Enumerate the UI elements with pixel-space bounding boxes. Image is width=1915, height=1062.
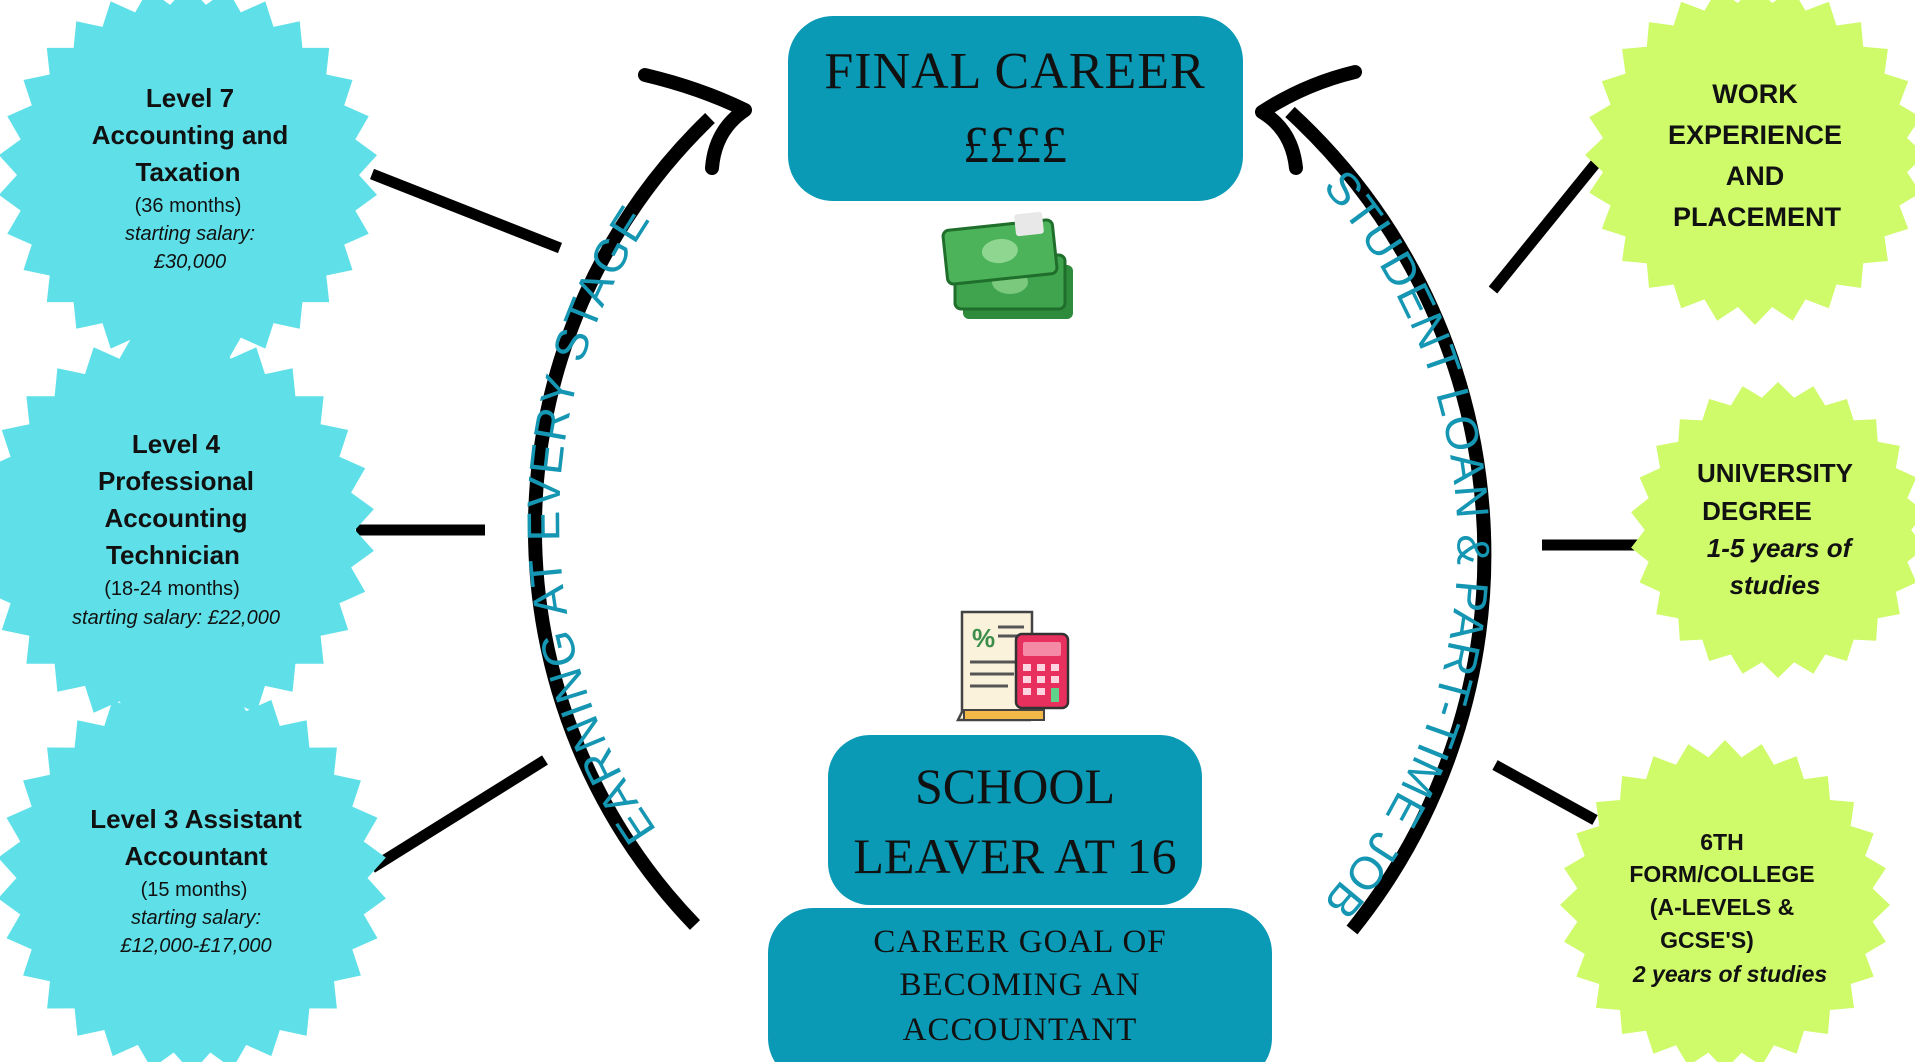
badge-level3-salary2: £12,000-£17,000 [119,935,271,957]
connector-level3 [369,755,548,873]
badge-level3-title1: Level 3 Assistant [90,804,302,834]
right-arc-label: STUDENT LOAN & PART-TIME JOB [1314,160,1499,930]
connector-work-experience [1488,154,1605,294]
final-career-title: FINAL CAREER [824,43,1205,100]
connector-lines [356,154,1645,873]
career-goal-line3: ACCOUNTANT [903,1012,1138,1048]
badge-level4: Level 4 Professional Accounting Technici… [0,330,374,730]
badge-level4-title3: Accounting [105,503,248,533]
right-arrowhead-icon [1255,65,1362,175]
right-badges: WORK EXPERIENCE AND PLACEMENT UNIVERSITY… [1560,0,1915,1062]
badge-work-experience: WORK EXPERIENCE AND PLACEMENT [1585,0,1915,325]
badge-level7-title1: Level 7 [146,83,234,113]
badge-level4-duration: (18-24 months) [104,578,240,600]
badge-level4-title4: Technician [106,540,240,570]
badge-sixth-line1: 6TH [1700,829,1743,855]
badge-sixth-line3: (A-LEVELS & [1650,894,1794,920]
badge-level3-duration: (15 months) [141,879,248,901]
school-leaver-line2: LEAVER AT 16 [853,828,1176,884]
badge-level7-title2: Accounting and [92,120,288,150]
badge-sixth-line4: GCSE'S) [1660,927,1754,953]
tax-calculator-icon: % [955,610,1070,722]
right-arc-arrow [1255,65,1492,935]
connector-sixth-form [1492,760,1598,825]
badge-level3-title2: Accountant [125,841,268,871]
badge-university-italic1: 1-5 years of [1707,533,1854,563]
left-arc-label: EARNING AT EVERY STAGE [517,195,665,853]
school-leaver-box: SCHOOL LEAVER AT 16 [828,735,1202,905]
money-stack-icon [941,211,1073,319]
connector-level7 [369,168,563,254]
left-arrowhead-icon [638,68,752,175]
badge-level4-salary1: starting salary: £22,000 [72,607,280,629]
badge-level7-title3: Taxation [136,157,241,187]
badge-sixth-form: 6TH FORM/COLLEGE (A-LEVELS & GCSE'S) 2 y… [1560,740,1890,1062]
badge-work-line2: EXPERIENCE [1668,120,1842,150]
final-career-box: FINAL CAREER ££££ [788,16,1243,201]
final-career-subtitle: ££££ [963,117,1067,174]
badge-level7-salary2: £30,000 [153,251,226,273]
school-leaver-line1: SCHOOL [915,758,1115,814]
badge-university-line2: DEGREE [1702,496,1812,526]
badge-university-line1: UNIVERSITY [1697,458,1853,488]
badge-sixth-italic1: 2 years of studies [1632,961,1827,987]
badge-level3: Level 3 Assistant Accountant (15 months)… [0,683,386,1062]
badge-level4-title2: Professional [98,466,254,496]
badge-university: UNIVERSITY DEGREE 1-5 years of studies [1631,382,1915,678]
svg-text:%: % [972,623,995,653]
badge-level3-salary1: starting salary: [131,907,261,929]
left-badges: Level 7 Accounting and Taxation (36 mont… [0,0,386,1062]
badge-work-line4: PLACEMENT [1673,202,1842,232]
career-goal-line2: BECOMING AN [899,967,1140,1003]
badge-university-italic2: studies [1729,570,1820,600]
left-arc [528,112,715,930]
career-goal-line1: CAREER GOAL OF [873,924,1166,960]
left-arc-arrow [528,68,752,930]
badge-level7-salary1: starting salary: [125,223,255,245]
badge-level4-title1: Level 4 [132,429,221,459]
badge-work-line3: AND [1726,161,1785,191]
career-goal-box: CAREER GOAL OF BECOMING AN ACCOUNTANT [768,908,1272,1062]
badge-sixth-line2: FORM/COLLEGE [1629,861,1814,887]
badge-level7: Level 7 Accounting and Taxation (36 mont… [0,0,377,365]
badge-work-line1: WORK [1712,79,1798,109]
badge-level7-duration: (36 months) [135,195,242,217]
right-arc [1285,106,1492,935]
